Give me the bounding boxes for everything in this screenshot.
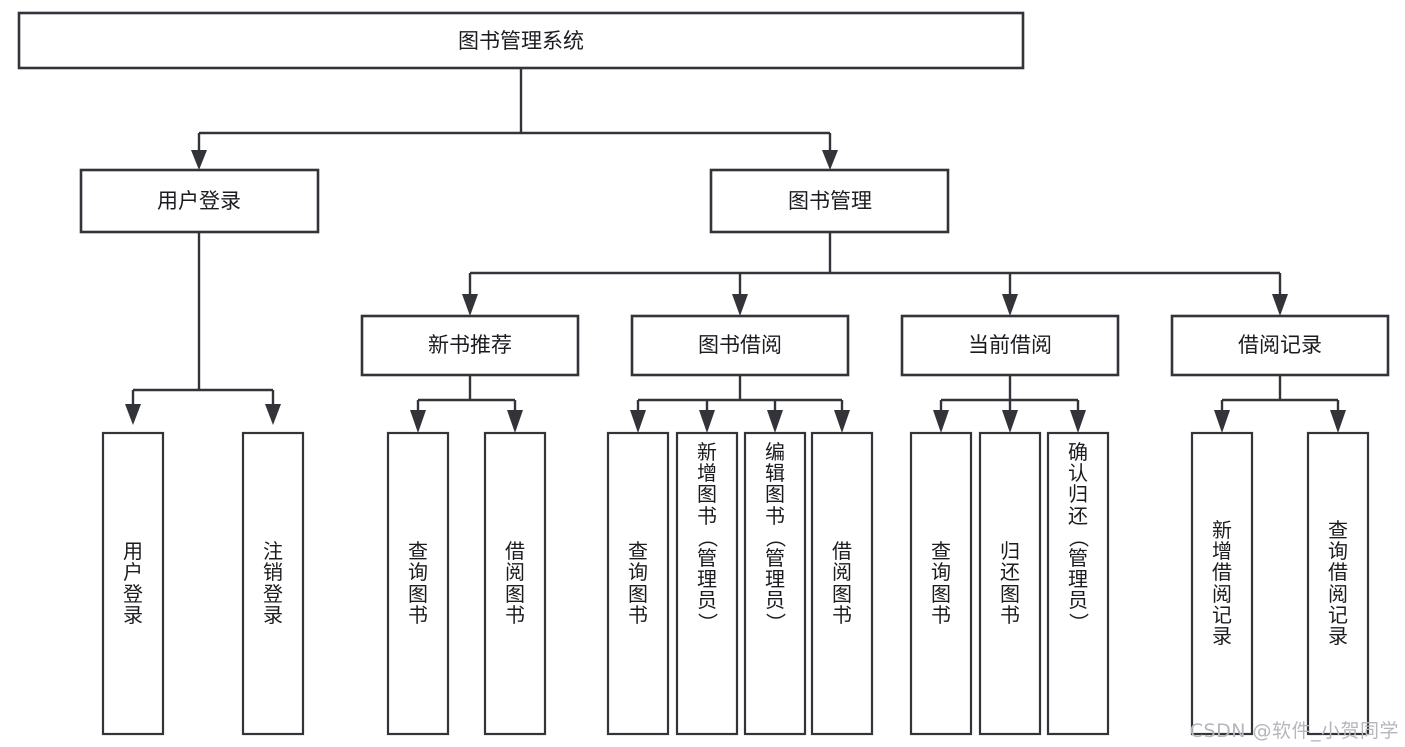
leaf-box-query-book-rec[interactable] [386,431,450,736]
arrowhead-borrow-record [1272,294,1288,316]
leaf-box-return-book[interactable] [978,431,1042,736]
arrowhead-leaf-query-book-cur [933,410,949,433]
arrowhead-leaf-query-book-rec [410,410,426,433]
arrowhead-current-borrow [1002,294,1018,316]
arrowhead-leaf-add-book [699,410,715,433]
node-current-borrow-box[interactable] [900,314,1120,377]
leaf-box-add-record[interactable] [1190,431,1254,736]
leaf-boxes [101,431,1370,736]
connector-group-new-book-recommend [410,375,523,433]
arrowhead-leaf-edit-book [767,410,783,433]
arrowhead-leaf-borrow-book [834,410,850,433]
arrowhead-book-manage [822,150,838,170]
leaf-box-query-record[interactable] [1306,431,1370,736]
leaf-box-borrow-book[interactable] [810,431,874,736]
node-root[interactable]: 图书管理系统 [17,11,1025,70]
connector-group-book-borrow [630,375,850,433]
node-new-book-recommend-label: 新书推荐 [428,333,512,357]
arrowhead-leaf-add-record [1214,410,1230,433]
connector-group-borrow-record [1214,375,1346,433]
leaf-box-borrow-book-rec[interactable] [483,431,547,736]
node-user-login-box[interactable] [79,168,320,234]
node-root-label: 图书管理系统 [458,29,584,53]
connector-group-user-login [125,232,281,425]
node-user-login[interactable]: 用户登录 [79,168,320,234]
leaf-box-query-book-cur[interactable] [909,431,973,736]
node-current-borrow-label: 当前借阅 [968,333,1052,357]
leaf-box-user-login[interactable] [101,431,165,736]
arrowhead-leaf-query-book-borrow [630,410,646,433]
node-user-login-label: 用户登录 [157,189,241,213]
node-book-borrow-label: 图书借阅 [698,333,782,357]
arrowhead-book-borrow [732,294,748,316]
node-borrow-record-box[interactable] [1170,314,1390,377]
arrowhead-leaf-query-record [1330,410,1346,433]
node-current-borrow[interactable]: 当前借阅 [900,314,1120,377]
node-root-box[interactable] [17,11,1025,70]
watermark: CSDN @软件_小贺同学 [1189,720,1399,742]
node-borrow-record-label: 借阅记录 [1238,333,1322,357]
node-book-manage-box[interactable] [709,168,950,234]
arrowhead-leaf-user-login [125,404,141,425]
leaf-box-edit-book[interactable] [743,431,807,736]
node-book-borrow-box[interactable] [630,314,850,377]
arrowhead-new-book-recommend [462,294,478,316]
node-book-manage-label: 图书管理 [788,189,872,213]
arrowhead-leaf-borrow-book-rec [507,410,523,433]
leaf-box-user-logout[interactable] [241,431,305,736]
arrowhead-leaf-return-book [1002,410,1018,433]
leaf-box-add-book[interactable] [675,431,739,736]
arrowhead-leaf-user-logout [265,404,281,425]
arrowhead-leaf-confirm-return [1070,410,1086,433]
node-new-book-recommend-box[interactable] [360,314,580,377]
node-book-manage[interactable]: 图书管理 [709,168,950,234]
leaf-box-query-book-borrow[interactable] [606,431,670,736]
node-book-borrow[interactable]: 图书借阅 [630,314,850,377]
connector-group-root [191,68,838,170]
node-borrow-record[interactable]: 借阅记录 [1170,314,1390,377]
node-new-book-recommend[interactable]: 新书推荐 [360,314,580,377]
connector-group-current-borrow [933,375,1086,433]
connector-group-book-manage [462,232,1288,316]
leaf-box-confirm-return[interactable] [1046,431,1110,736]
arrowhead-user-login [191,150,207,170]
